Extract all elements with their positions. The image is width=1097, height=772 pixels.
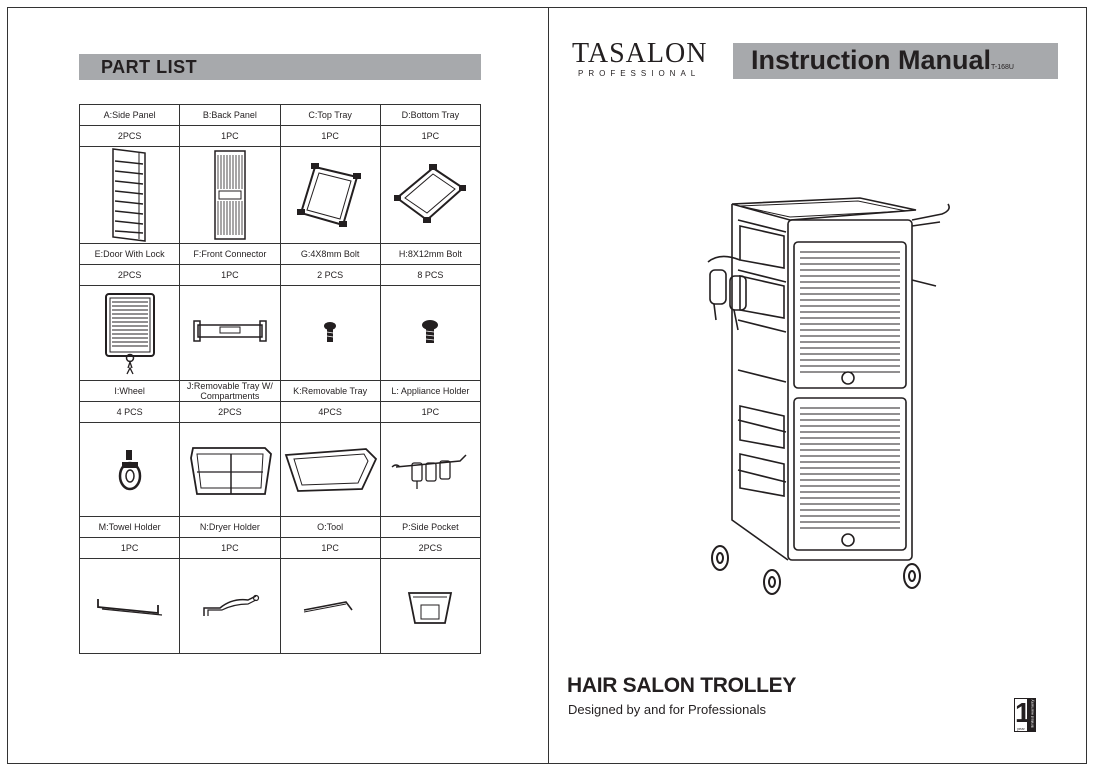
model-number: T-168U — [991, 64, 1014, 71]
part-image-appliance-holder — [379, 422, 482, 517]
part-image-bottom-tray — [379, 146, 482, 244]
part-name-n: N:Dryer Holder — [179, 516, 281, 538]
part-qty-n: 1PC — [179, 537, 281, 559]
part-image-door — [78, 285, 181, 381]
part-qty-d: 1PC — [379, 125, 482, 147]
side-panel-icon — [111, 148, 146, 242]
part-name-d: D:Bottom Tray — [379, 104, 482, 126]
warranty-badge: 1 year limited warranty — [1014, 697, 1036, 732]
front-connector-icon — [193, 320, 267, 342]
back-panel-icon — [214, 150, 246, 240]
part-image-8x12-bolt — [379, 285, 482, 381]
warranty-band: limited warranty — [1027, 699, 1035, 731]
part-image-side-pocket — [379, 558, 482, 654]
brand-logo: TASALON PROFESSIONAL — [572, 38, 708, 79]
warranty-unit: year — [1017, 726, 1025, 731]
side-pocket-icon — [408, 592, 453, 624]
warranty-number: 1 — [1015, 697, 1031, 728]
manual-title: Instruction Manual — [751, 45, 992, 75]
part-image-tool — [279, 558, 381, 654]
part-qty-b: 1PC — [179, 125, 281, 147]
part-qty-k: 4PCS — [279, 401, 381, 423]
compartment-tray-icon — [189, 446, 272, 495]
part-qty-a: 2PCS — [78, 125, 181, 147]
part-name-e: E:Door With Lock — [78, 243, 181, 265]
warranty-band-text: limited warranty — [1029, 699, 1035, 728]
part-image-dryer-holder — [179, 558, 281, 654]
appliance-holder-icon — [391, 453, 467, 489]
part-name-g: G:4X8mm Bolt — [279, 243, 381, 265]
part-name-i: I:Wheel — [78, 380, 181, 402]
part-image-tray-compartments — [179, 422, 281, 517]
product-tagline: Designed by and for Professionals — [568, 702, 767, 717]
door-with-lock-icon — [104, 293, 155, 375]
towel-holder-icon — [96, 599, 162, 616]
dryer-holder-icon — [203, 594, 259, 616]
manual-title-bar: Instruction ManualT-168U — [733, 43, 1058, 79]
product-name: HAIR SALON TROLLEY — [567, 674, 797, 697]
part-image-towel-holder — [78, 558, 181, 654]
brand-subtitle: PROFESSIONAL — [578, 69, 701, 78]
part-image-removable-tray — [279, 422, 381, 517]
part-qty-l: 1PC — [379, 401, 482, 423]
part-name-m: M:Towel Holder — [78, 516, 181, 538]
part-list-header: PART LIST — [79, 54, 481, 80]
part-name-k: K:Removable Tray — [279, 380, 381, 402]
large-bolt-icon — [422, 320, 439, 343]
part-name-b: B:Back Panel — [179, 104, 281, 126]
part-qty-i: 4 PCS — [78, 401, 181, 423]
part-name-j: J:Removable Tray W/ Compartments — [186, 381, 273, 401]
part-name-f: F:Front Connector — [179, 243, 281, 265]
part-name-p: P:Side Pocket — [379, 516, 482, 538]
part-image-4x8-bolt — [279, 285, 381, 381]
part-list-table: A:Side Panel B:Back Panel C:Top Tray D:B… — [78, 104, 482, 654]
trolley-illustration — [707, 197, 950, 595]
page-divider — [548, 7, 549, 764]
brand-name: TASALON — [572, 38, 708, 69]
part-image-back-panel — [179, 146, 281, 244]
part-qty-m: 1PC — [78, 537, 181, 559]
part-name-h: H:8X12mm Bolt — [379, 243, 482, 265]
top-tray-icon — [297, 163, 362, 227]
part-name-l: L: Appliance Holder — [379, 380, 482, 402]
part-image-front-connector — [179, 285, 281, 381]
bottom-tray-icon — [394, 164, 467, 223]
small-bolt-icon — [324, 322, 337, 342]
part-qty-p: 2PCS — [379, 537, 482, 559]
tool-icon — [303, 601, 353, 613]
wheel-icon — [118, 449, 141, 490]
part-name-o: O:Tool — [279, 516, 381, 538]
part-qty-g: 2 PCS — [279, 264, 381, 286]
part-qty-c: 1PC — [279, 125, 381, 147]
part-image-top-tray — [279, 146, 381, 244]
manual-sheet — [7, 7, 1087, 764]
part-list-title: PART LIST — [101, 57, 198, 77]
part-name-a: A:Side Panel — [78, 104, 181, 126]
part-qty-e: 2PCS — [78, 264, 181, 286]
part-qty-h: 8 PCS — [379, 264, 482, 286]
part-qty-j: 2PCS — [179, 401, 281, 423]
part-qty-f: 1PC — [179, 264, 281, 286]
part-image-side-panel — [78, 146, 181, 244]
removable-tray-icon — [284, 447, 378, 492]
part-image-wheel — [78, 422, 181, 517]
part-qty-o: 1PC — [279, 537, 381, 559]
part-name-c: C:Top Tray — [279, 104, 381, 126]
